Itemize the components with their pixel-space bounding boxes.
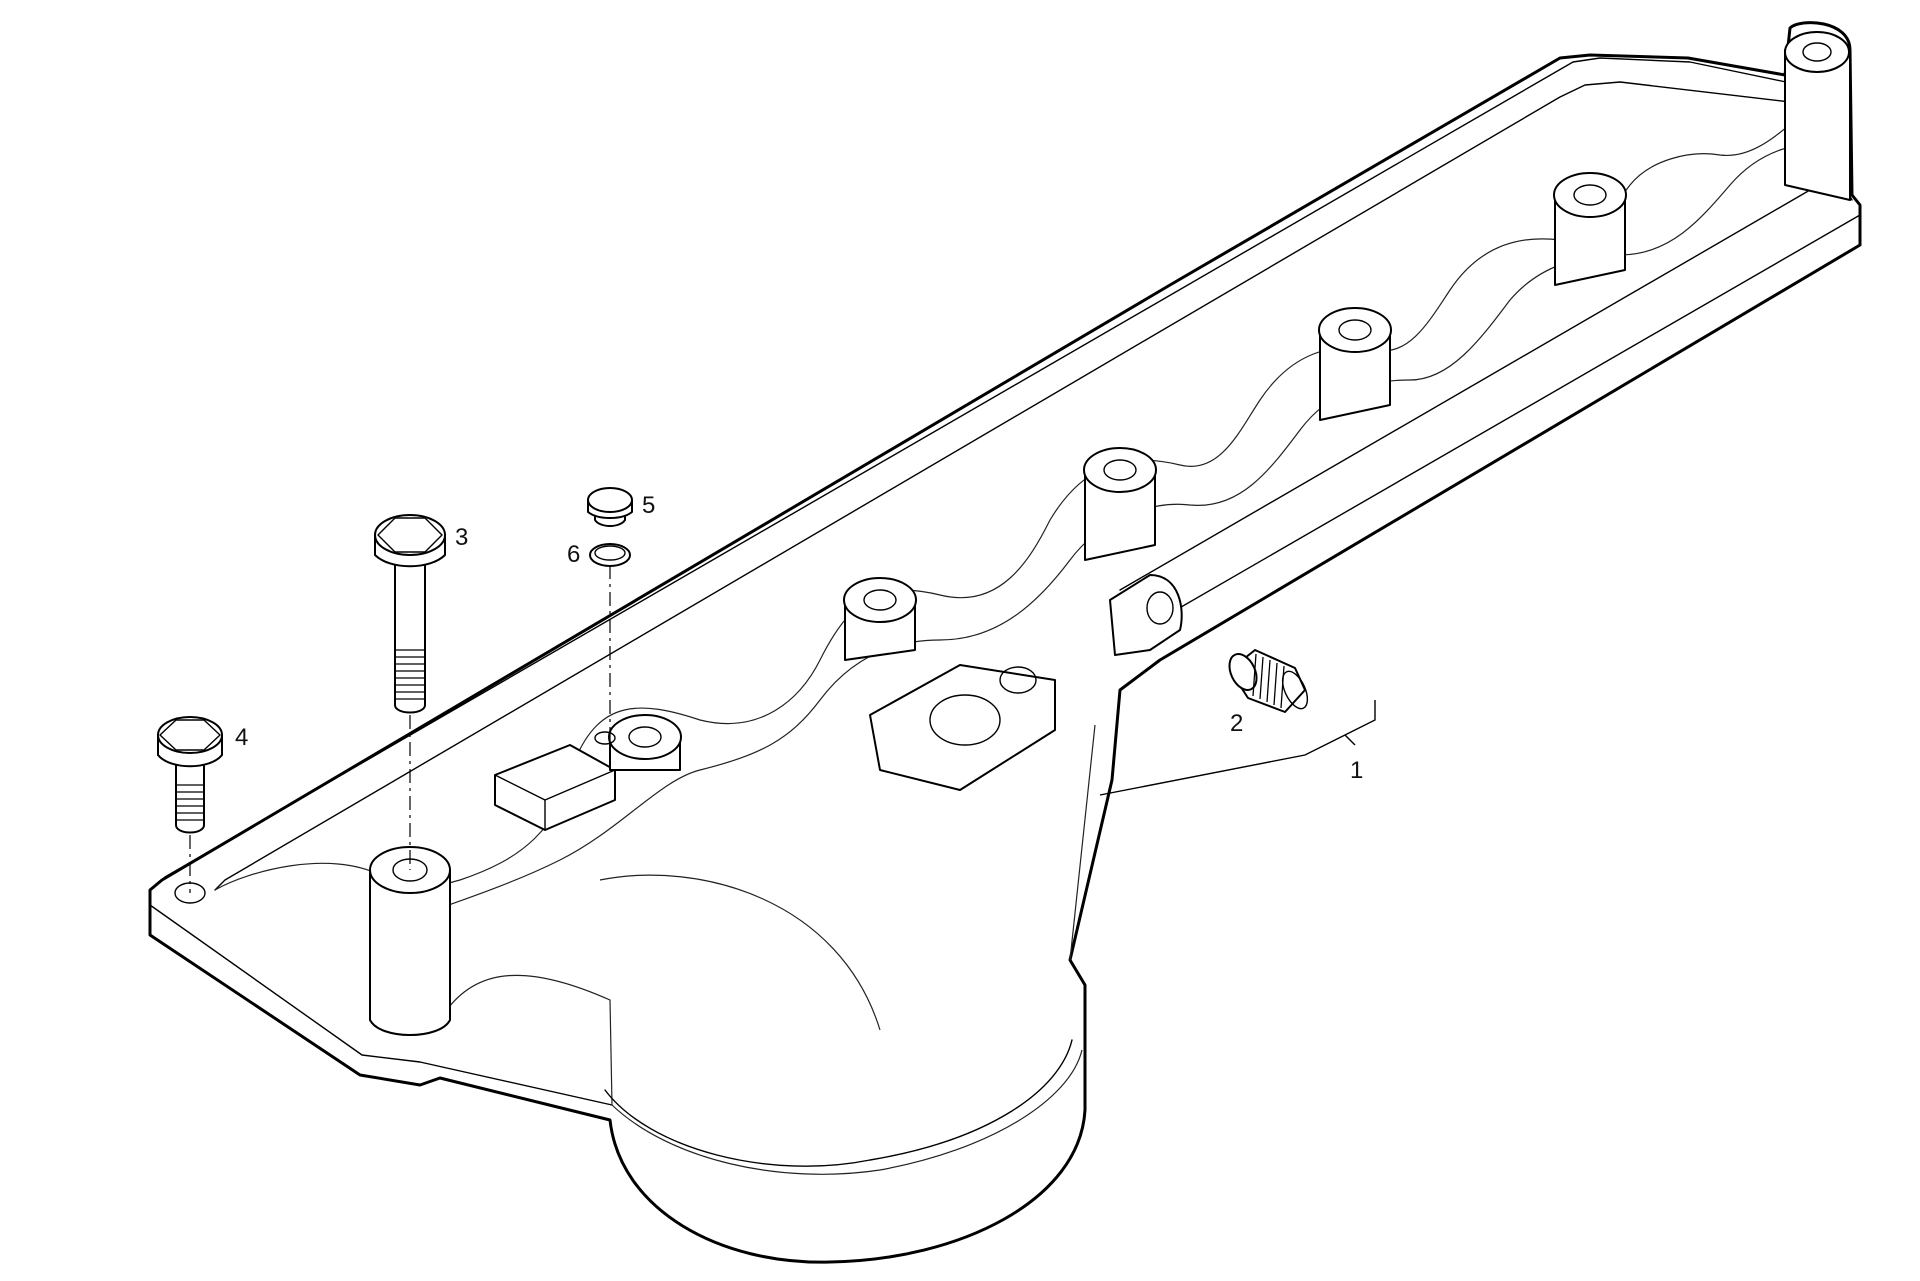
drain-plug xyxy=(587,487,633,527)
sensor-mounting-pad xyxy=(869,664,1056,791)
rectangular-boss xyxy=(494,744,616,831)
callout-5: 5 xyxy=(642,492,655,519)
sealing-ring xyxy=(589,543,631,567)
hex-bolt-long xyxy=(374,514,446,714)
stud-boss-2 xyxy=(608,714,682,771)
callout-4: 4 xyxy=(235,724,248,751)
stud-boss-6 xyxy=(1553,172,1627,286)
stud-boss-5 xyxy=(1318,307,1392,421)
stud-boss-3 xyxy=(843,577,917,661)
manifold-outline xyxy=(148,21,1862,1264)
callout-2: 2 xyxy=(1230,710,1243,737)
stud-boss-7 xyxy=(1784,31,1851,201)
callout-3: 3 xyxy=(455,524,468,551)
outlet-neck-curve xyxy=(599,874,881,1031)
outlet-flange-rim xyxy=(604,1039,1073,1167)
stud-boss-4 xyxy=(1083,447,1157,561)
side-lug xyxy=(1109,574,1183,656)
threaded-insert xyxy=(1228,649,1309,713)
manifold-body xyxy=(148,21,1862,1264)
leader-lines xyxy=(1099,700,1376,796)
callout-1: 1 xyxy=(1350,757,1363,784)
flange-thickness-line xyxy=(149,904,613,1106)
stud-boss-1 xyxy=(369,846,451,1036)
callout-6: 6 xyxy=(567,541,580,568)
hex-bolt-short xyxy=(157,716,223,834)
